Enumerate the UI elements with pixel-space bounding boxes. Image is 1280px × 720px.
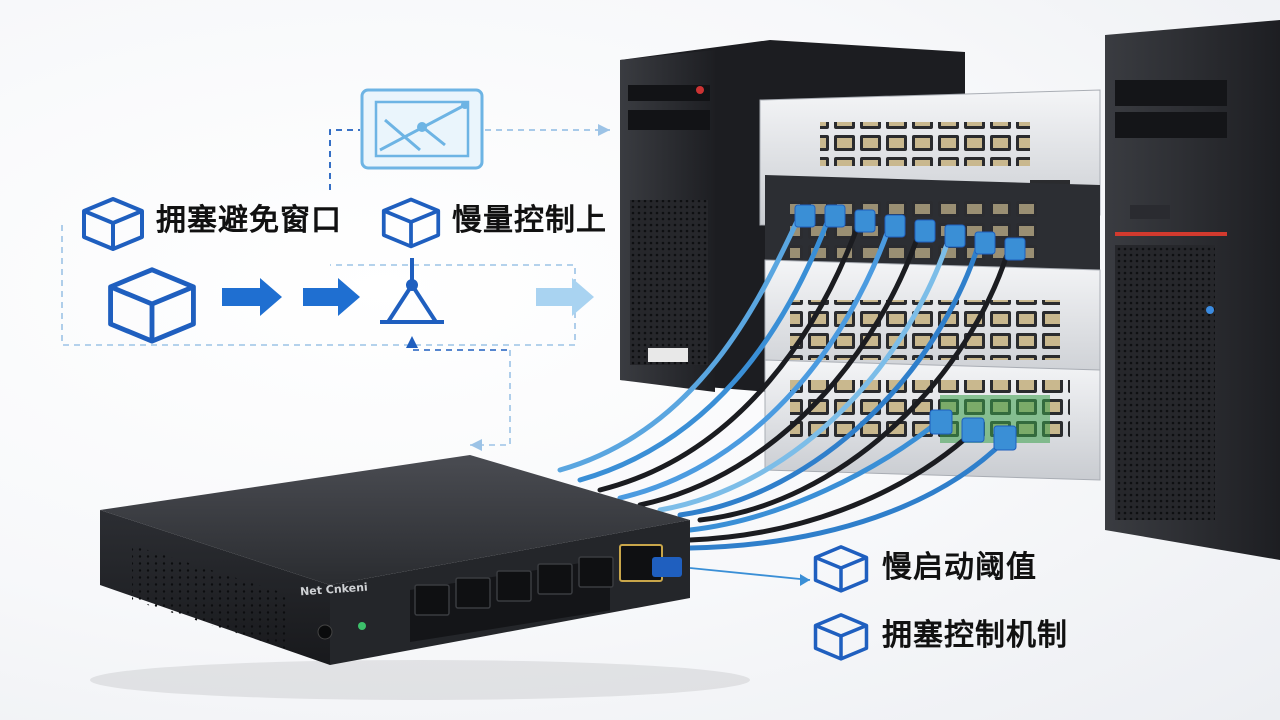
- cube-icon: [381, 197, 441, 249]
- label-slow-start-threshold: 慢启动阈值: [882, 550, 1037, 585]
- cube-icon: [813, 613, 869, 661]
- server-tower-right: [1105, 20, 1280, 560]
- rack-connectors: [794, 204, 1026, 451]
- label-congestion-avoidance-window: 拥塞避免窗口: [156, 203, 342, 238]
- cube-icon: [813, 545, 869, 593]
- label-congestion-control-mechanism: 拥塞控制机制: [882, 618, 1068, 653]
- diagram-connectors: [61, 124, 811, 586]
- funnel-icon: [380, 258, 444, 324]
- network-diagram-icon: [360, 88, 484, 170]
- label-slow-start-limit: 慢量控制上: [452, 203, 607, 238]
- cube-icon: [82, 197, 144, 251]
- desktop-switch: [90, 455, 750, 700]
- flow-arrow-icon: [222, 278, 594, 316]
- network-cables: [557, 212, 1013, 551]
- cube-icon: [108, 267, 196, 344]
